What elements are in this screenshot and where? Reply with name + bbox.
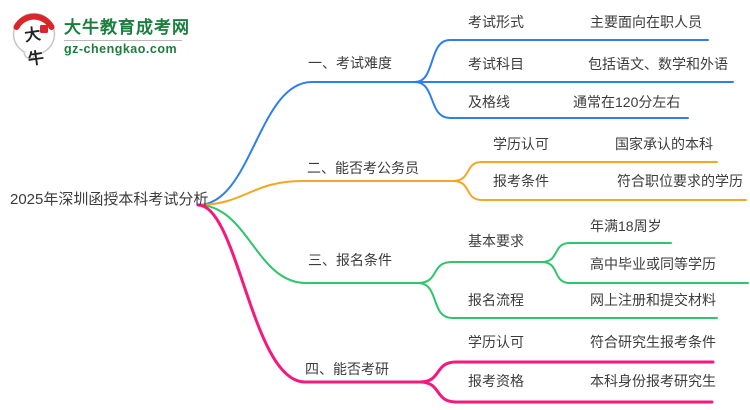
logo-site-title: 大牛教育成考网 [64, 18, 190, 37]
leaf-label-basic-requirements: 基本要求 [468, 233, 524, 249]
branch1-lines [197, 39, 734, 206]
site-logo[interactable]: 大牛 大牛教育成考网 gz-chengkao.com [10, 8, 190, 69]
leaf-label-exam-subjects: 考试科目 [468, 56, 524, 72]
leaf-value-education-requirement: 高中毕业或同等学历 [590, 256, 716, 272]
branch-node-exam-difficulty: 一、考试难度 [308, 55, 392, 71]
leaf-label-passing-line: 及格线 [468, 94, 510, 110]
root-node: 2025年深圳函授本科考试分析 [10, 191, 209, 208]
leaf-label-registration-process: 报名流程 [468, 292, 524, 308]
logo-divider [64, 40, 182, 41]
branch2-lines [197, 161, 747, 206]
leaf-value-apply-conditions-cs: 符合职位要求的学历 [617, 173, 743, 189]
logo-bull-icon: 大牛 [10, 8, 58, 69]
leaf-value-registration-process: 网上注册和提交材料 [590, 292, 716, 308]
leaf-value-exam-format: 主要面向在职人员 [590, 14, 702, 30]
logo-site-url: gz-chengkao.com [64, 42, 178, 56]
leaf-value-degree-recognition-pg: 符合研究生报考条件 [590, 334, 716, 350]
branch-node-civil-servant: 二、能否考公务员 [307, 160, 419, 176]
leaf-value-exam-subjects: 包括语文、数学和外语 [588, 56, 728, 72]
leaf-label-exam-format: 考试形式 [468, 14, 524, 30]
branch-node-postgraduate: 四、能否考研 [305, 361, 389, 377]
leaf-label-degree-recognition-pg: 学历认可 [468, 334, 524, 350]
branch3-lines [197, 204, 749, 319]
leaf-value-apply-qualification-pg: 本科身份报考研究生 [590, 373, 716, 389]
logo-icon-characters: 大牛 [23, 24, 46, 69]
leaf-value-degree-recognition-cs: 国家承认的本科 [615, 136, 713, 152]
leaf-label-apply-qualification-pg: 报考资格 [468, 373, 524, 389]
branch-node-registration: 三、报名条件 [308, 252, 392, 268]
leaf-value-age-requirement: 年满18周岁 [590, 218, 662, 234]
leaf-label-degree-recognition-cs: 学历认可 [493, 136, 549, 152]
branch4-lines [196, 203, 715, 404]
leaf-label-apply-conditions-cs: 报考条件 [493, 173, 549, 189]
leaf-value-passing-line: 通常在120分左右 [573, 94, 681, 110]
